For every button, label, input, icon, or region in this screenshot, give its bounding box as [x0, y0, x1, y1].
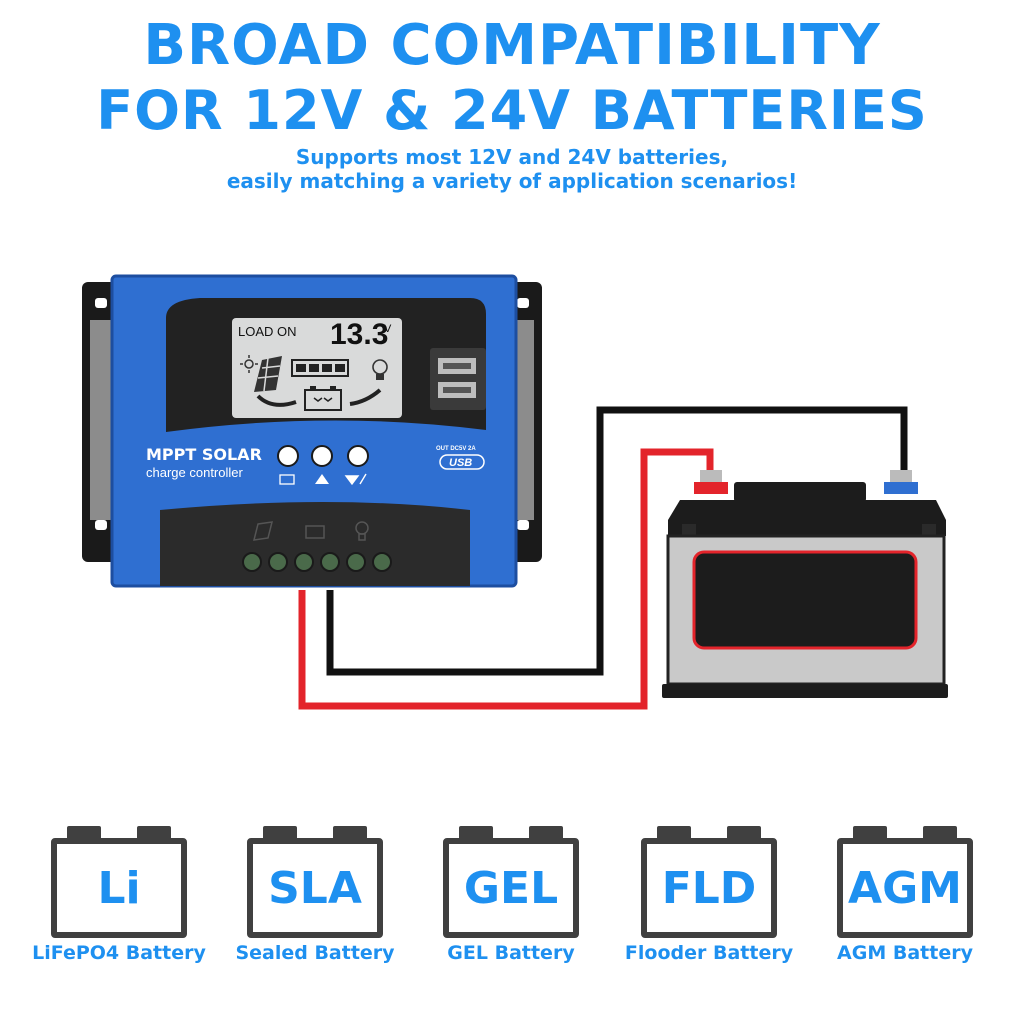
battery-type-abbr: FLD	[661, 862, 757, 914]
set-icon	[344, 473, 367, 486]
battery-post-left	[459, 826, 493, 840]
up-button[interactable]	[311, 445, 333, 467]
lcd-value: 13.3	[330, 318, 388, 351]
terminal-screws	[242, 552, 392, 572]
charge-controller: LOAD ON 13.3 V	[82, 274, 542, 588]
headline-line-2: FOR 12V & 24V BATTERIES	[96, 79, 928, 142]
lead-acid-battery	[662, 470, 948, 698]
subheadline-line-1: Supports most 12V and 24V batteries,	[295, 145, 729, 169]
bulb-icon	[372, 359, 388, 380]
battery-post-left	[67, 826, 101, 840]
solar-panel-icon	[254, 356, 282, 392]
battery-outline-body: GEL	[443, 838, 579, 938]
battery-face-icon	[304, 386, 342, 411]
battery-outline-icon: GEL	[443, 818, 579, 938]
menu-button[interactable]	[277, 445, 299, 467]
battery-outline-body: FLD	[641, 838, 777, 938]
usb-ports	[430, 348, 486, 410]
battery-window	[692, 550, 918, 650]
battery-post-left	[853, 826, 887, 840]
load-arrow-icon	[349, 388, 382, 406]
battery-type-abbr: SLA	[268, 862, 362, 914]
battery-type-name: Flooder Battery	[624, 942, 794, 964]
battery-post-right	[529, 826, 563, 840]
battery-type-name: LiFePO4 Battery	[32, 942, 206, 964]
battery-type-abbr: GEL	[463, 862, 559, 914]
battery-type-4: AGM AGM Battery	[810, 818, 1000, 964]
lcd-status: LOAD ON	[238, 324, 297, 339]
battery-outline-icon: FLD	[641, 818, 777, 938]
up-icon	[315, 474, 329, 484]
battery-level-icon	[291, 359, 349, 377]
battery-post-right	[137, 826, 171, 840]
battery-outline-icon: SLA	[247, 818, 383, 938]
controller-brand: MPPT SOLAR	[146, 445, 262, 464]
set-button[interactable]	[347, 445, 369, 467]
battery-type-name: GEL Battery	[447, 942, 575, 964]
battery-type-3: FLD Flooder Battery	[614, 818, 804, 964]
sun-icon	[240, 355, 258, 373]
negative-wire	[326, 406, 908, 676]
battery-type-abbr: AGM	[848, 862, 962, 914]
load-terminal-icon	[355, 521, 369, 541]
usb-output-label: OUT DC5V 2A	[436, 446, 476, 452]
controller-subtitle: charge controller	[146, 465, 243, 480]
battery-type-name: Sealed Battery	[235, 942, 395, 964]
battery-post-left	[263, 826, 297, 840]
battery-outline-icon: AGM	[837, 818, 973, 938]
charge-arrow-icon	[256, 394, 297, 407]
menu-icon	[279, 474, 295, 485]
lcd-unit: V	[384, 323, 392, 335]
usb-logo: USB	[449, 457, 472, 469]
positive-wire	[298, 448, 714, 710]
battery-type-name: AGM Battery	[837, 942, 973, 964]
solar-terminal-icon	[253, 521, 273, 541]
battery-post-right	[923, 826, 957, 840]
battery-outline-body: SLA	[247, 838, 383, 938]
battery-post-left	[657, 826, 691, 840]
battery-terminal-icon	[305, 525, 325, 539]
battery-type-abbr: Li	[97, 862, 141, 914]
wires	[298, 406, 908, 710]
battery-type-2: GEL GEL Battery	[416, 818, 606, 964]
battery-outline-body: Li	[51, 838, 187, 938]
battery-post-right	[727, 826, 761, 840]
battery-outline-body: AGM	[837, 838, 973, 938]
headline-line-1: BROAD COMPATIBILITY	[143, 13, 881, 78]
battery-type-1: SLA Sealed Battery	[220, 818, 410, 964]
battery-post-right	[333, 826, 367, 840]
subheadline-line-2: easily matching a variety of application…	[226, 169, 798, 193]
battery-outline-icon: Li	[51, 818, 187, 938]
